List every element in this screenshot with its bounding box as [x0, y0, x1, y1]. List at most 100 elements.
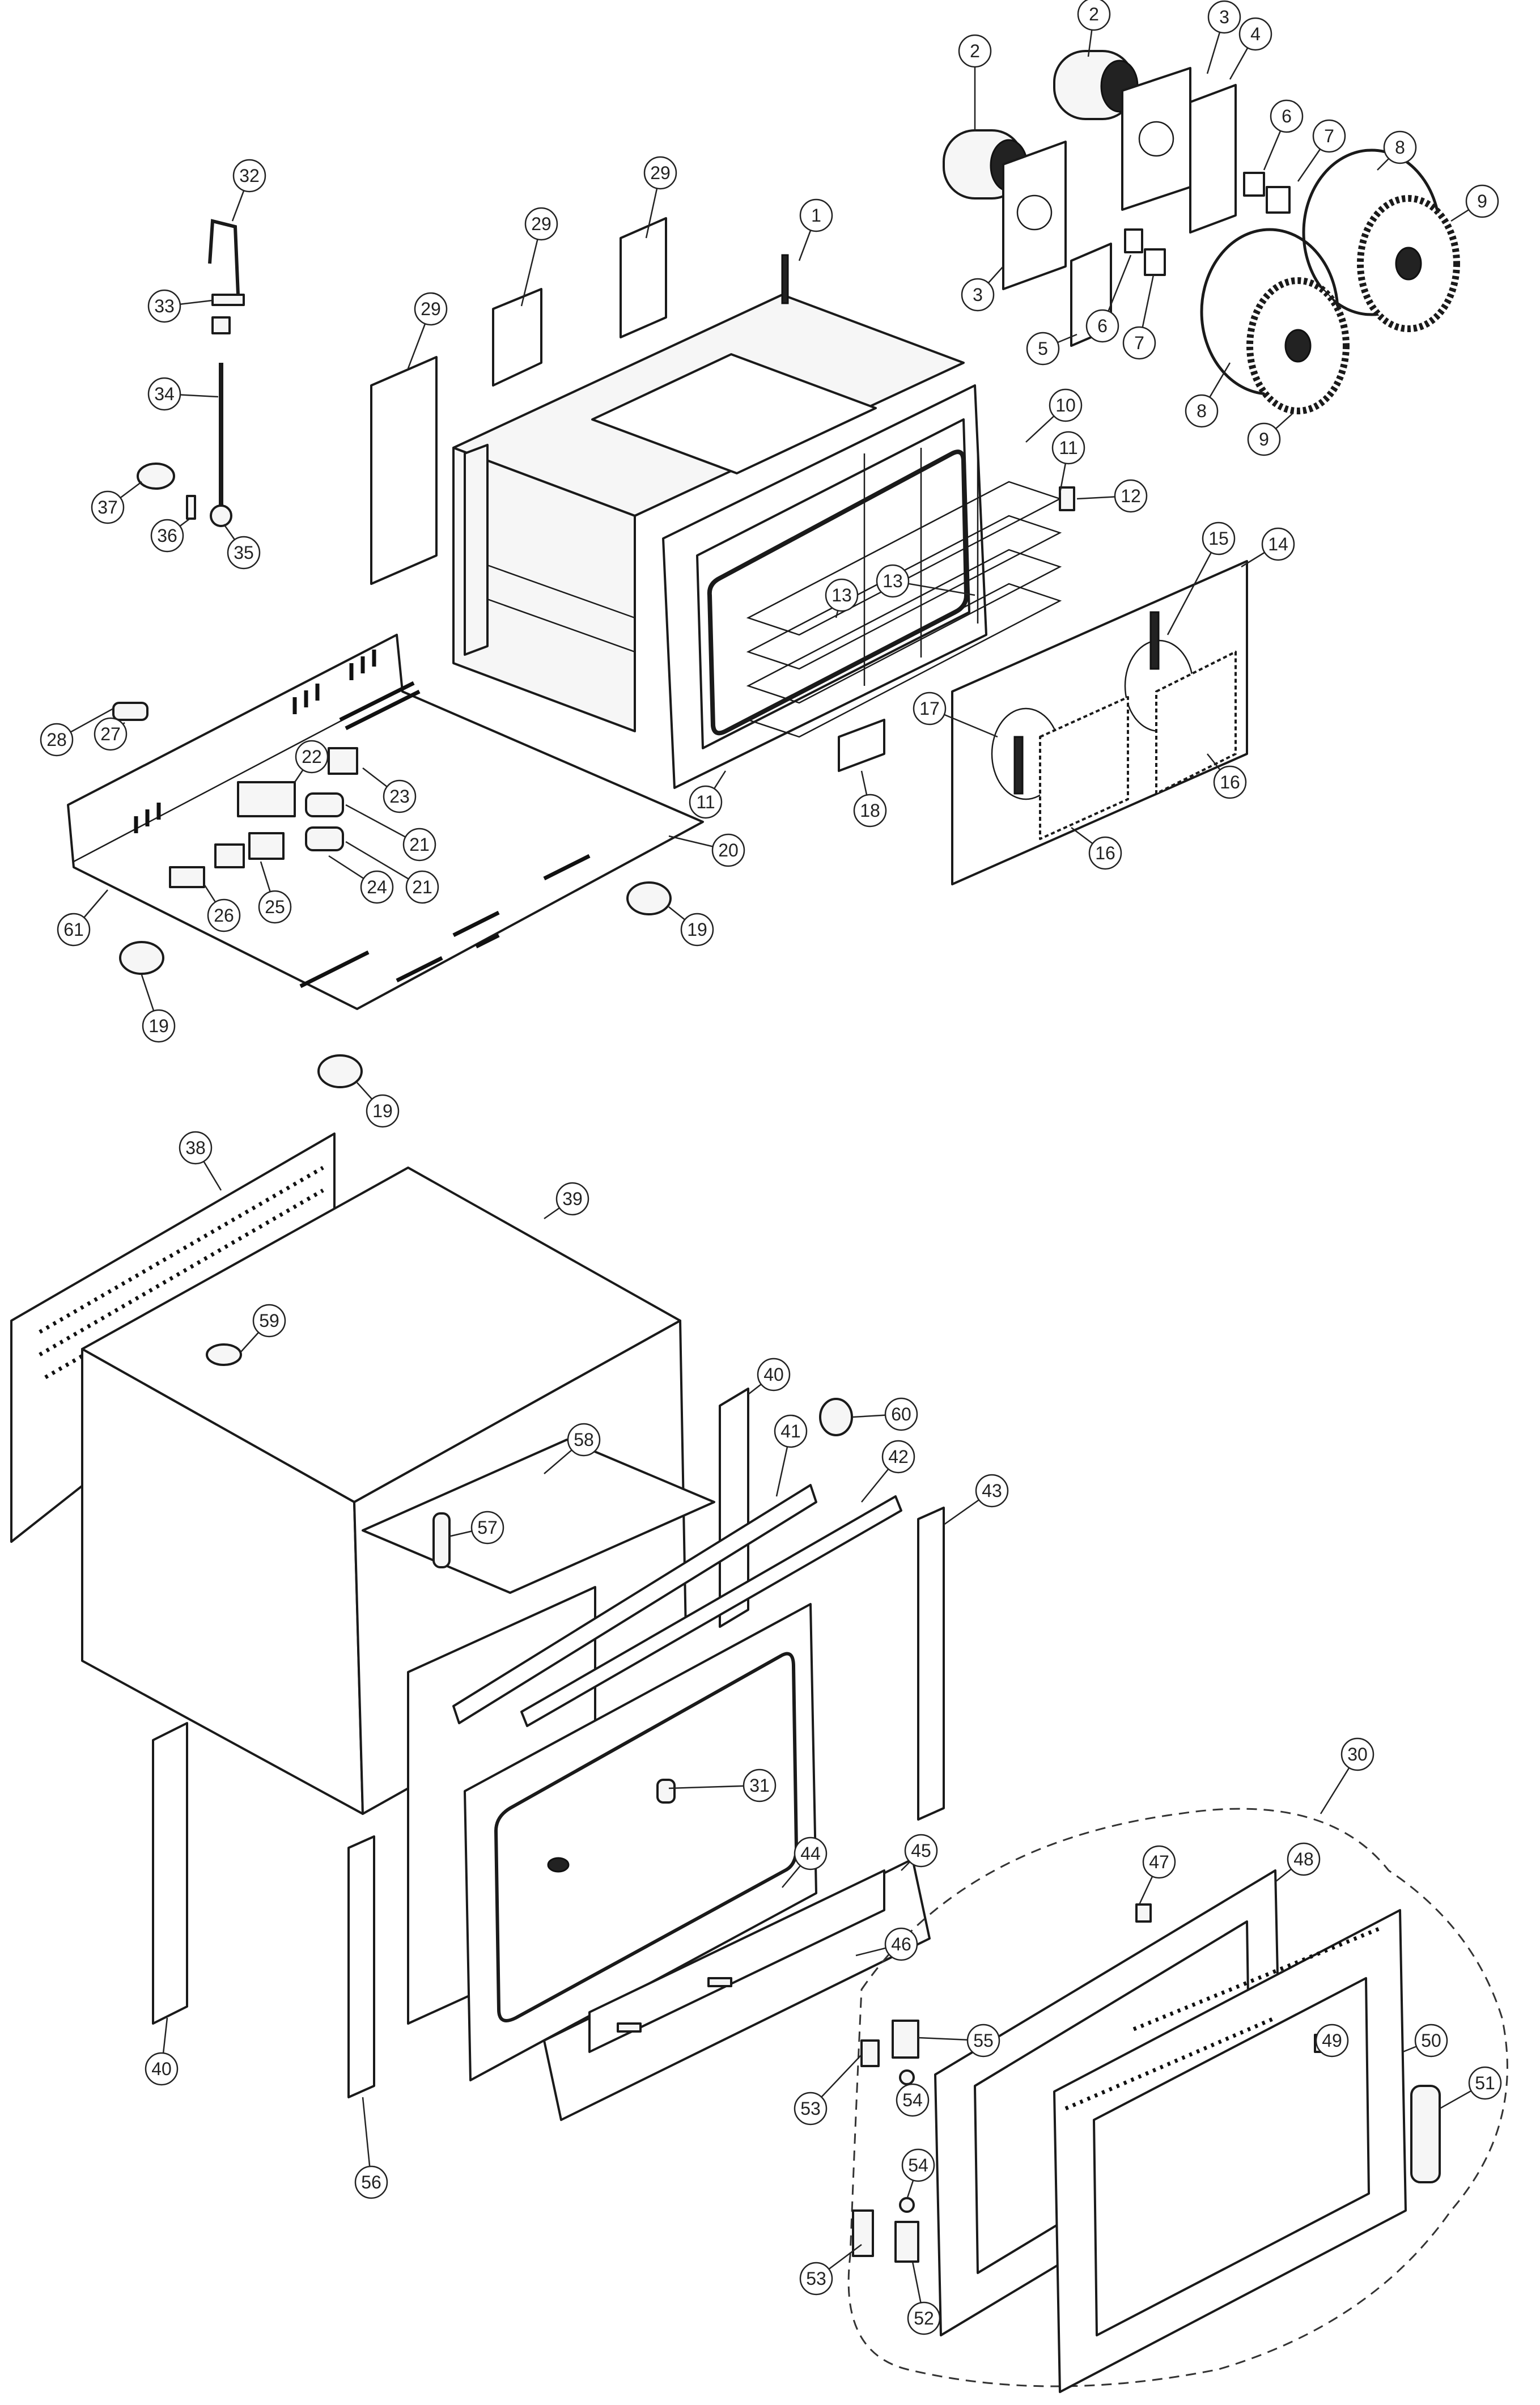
callout-bubble	[743, 1768, 777, 1802]
callout-33: 33	[147, 289, 213, 323]
callout-bubble	[1202, 521, 1236, 555]
callout-number: 12	[1121, 486, 1141, 506]
callout-37: 37	[91, 481, 142, 524]
insulation-panels	[370, 217, 667, 585]
callout-bubble	[1207, 0, 1241, 34]
callout-bubble	[94, 717, 128, 751]
callout-5: 5	[1026, 332, 1077, 366]
callout-35: 35	[223, 524, 261, 570]
callout-14: 14	[1241, 527, 1295, 568]
callout-9: 9	[1247, 413, 1293, 456]
callout-49: 49	[1315, 2024, 1349, 2058]
callout-bubble	[1085, 309, 1119, 343]
callout-34: 34	[147, 377, 219, 411]
callout-bubble	[907, 2301, 941, 2335]
callout-39: 39	[544, 1182, 589, 1220]
callout-bubble	[360, 870, 394, 904]
callout-number: 38	[185, 1138, 206, 1158]
callout-bubble	[1383, 130, 1417, 164]
callout-bubble	[145, 2052, 179, 2086]
callout-number: 15	[1208, 528, 1229, 549]
callout-number: 43	[982, 1481, 1002, 1501]
callout-3: 3	[1206, 0, 1241, 74]
callout-16: 16	[1071, 827, 1122, 870]
callout-bubble	[1261, 527, 1295, 561]
callout-24: 24	[328, 855, 394, 904]
callout-19: 19	[668, 906, 714, 947]
callout-number: 5	[1038, 338, 1048, 359]
callout-bubble	[643, 156, 677, 190]
callout-46: 46	[855, 1927, 918, 1961]
callout-bubble	[1270, 99, 1304, 133]
callout-45: 45	[901, 1834, 938, 1871]
callout-number: 55	[973, 2030, 994, 2051]
callout-number: 47	[1149, 1852, 1169, 1872]
callout-number: 49	[1322, 2030, 1342, 2051]
callout-number: 32	[239, 166, 260, 186]
callout-bubble	[179, 1131, 213, 1165]
callout-number: 44	[800, 1843, 821, 1864]
callout-29: 29	[520, 207, 558, 307]
callout-bubble	[799, 198, 833, 232]
lower-brackets	[838, 486, 1075, 772]
callout-29: 29	[643, 156, 677, 239]
callout-6: 6	[1085, 255, 1132, 343]
callout-number: 48	[1293, 1849, 1314, 1869]
callout-8: 8	[1377, 130, 1417, 171]
callout-number: 14	[1268, 534, 1288, 554]
callout-bubble	[524, 207, 558, 241]
callout-22: 22	[294, 740, 329, 783]
callout-number: 11	[1059, 438, 1077, 458]
callout-bubble	[1213, 765, 1247, 799]
callout-number: 16	[1095, 843, 1115, 863]
callout-number: 45	[911, 1840, 931, 1861]
door-assembly-region	[847, 1808, 1508, 2387]
support-rails	[152, 1388, 945, 2098]
callout-bubble	[1238, 17, 1272, 51]
callout-bubble	[1185, 394, 1219, 428]
callout-number: 40	[763, 1364, 784, 1385]
callout-number: 9	[1259, 429, 1269, 449]
callout-number: 22	[302, 746, 322, 767]
callout-number: 35	[234, 542, 254, 563]
callout-number: 6	[1097, 316, 1108, 336]
callout-bubble	[901, 2148, 935, 2182]
callout-bubble	[227, 536, 261, 570]
callout-number: 57	[477, 1517, 498, 1538]
callout-23: 23	[362, 767, 417, 813]
callout-leader	[1166, 538, 1220, 635]
callout-bubble	[975, 1474, 1009, 1508]
callout-28: 28	[40, 707, 114, 757]
callout-21: 21	[345, 804, 436, 862]
callout-number: 1	[811, 205, 821, 226]
callout-25: 25	[258, 861, 292, 924]
callout-number: 30	[1347, 1744, 1368, 1764]
callout-bubble	[555, 1182, 589, 1216]
callout-number: 51	[1475, 2073, 1495, 2093]
callout-bubble	[876, 564, 910, 598]
callout-30: 30	[1320, 1737, 1374, 1814]
callout-number: 21	[409, 834, 430, 855]
callout-47: 47	[1138, 1845, 1176, 1905]
callout-12: 12	[1076, 479, 1148, 513]
callout-bubble	[150, 519, 184, 553]
callout-number: 56	[361, 2172, 381, 2192]
callout-number: 2	[1089, 4, 1099, 24]
callout-31: 31	[668, 1768, 777, 1802]
callout-bubble	[40, 723, 74, 757]
callout-48: 48	[1275, 1842, 1321, 1882]
callout-32: 32	[231, 159, 266, 222]
callout-number: 40	[151, 2059, 172, 2079]
callout-number: 17	[919, 698, 940, 719]
callout-56: 56	[354, 2097, 388, 2199]
callout-bubble	[794, 1836, 828, 1870]
callout-number: 7	[1134, 333, 1144, 353]
callout-51: 51	[1439, 2066, 1502, 2110]
callout-13: 13	[876, 564, 975, 598]
callout-bubble	[913, 692, 947, 726]
callout-60: 60	[852, 1397, 918, 1431]
callout-bubble	[1340, 1737, 1374, 1771]
callout-53: 53	[799, 2244, 862, 2296]
